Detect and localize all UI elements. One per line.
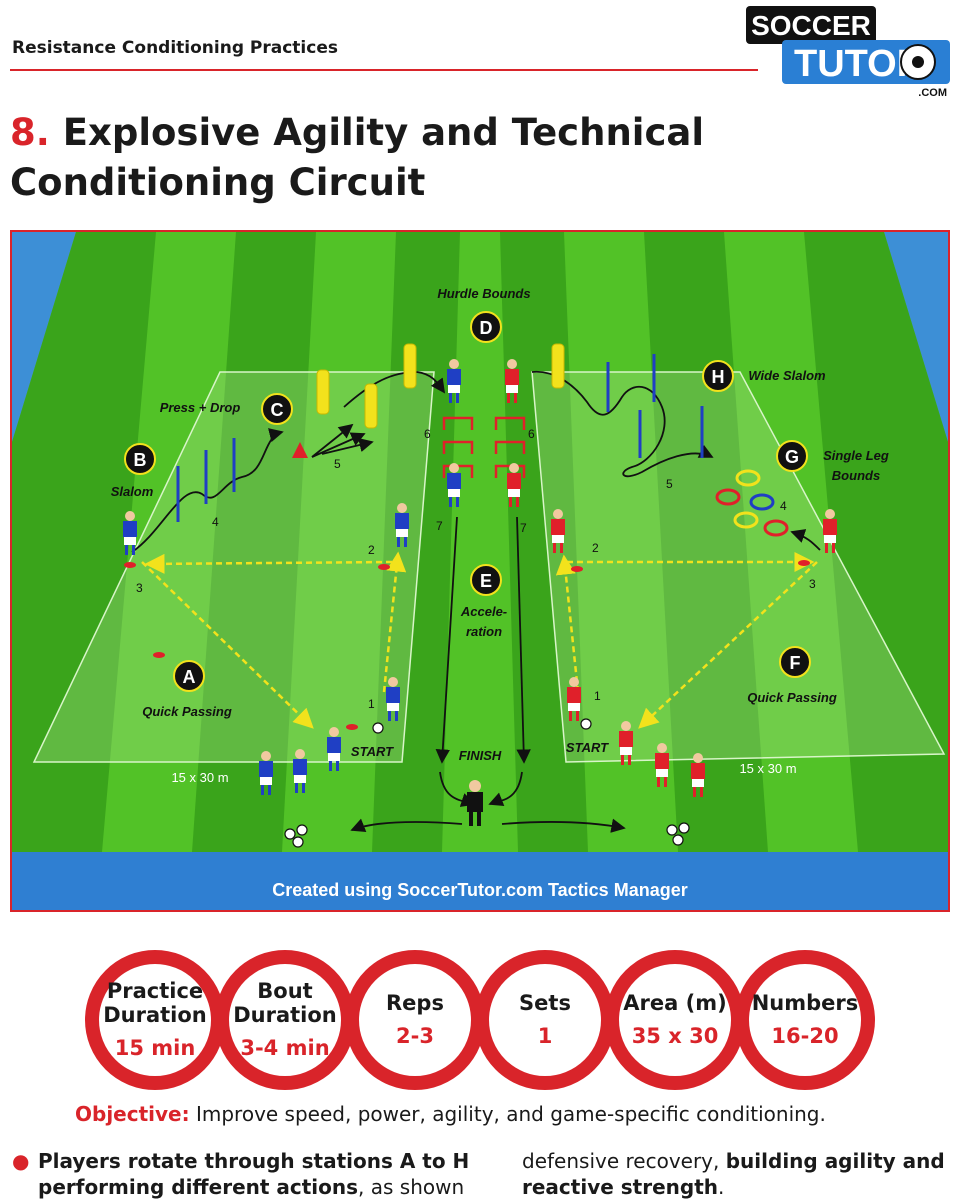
svg-text:A: A	[183, 667, 196, 687]
svg-text:2: 2	[368, 543, 375, 557]
station-g-marker: G	[776, 440, 808, 472]
station-c-marker: C	[261, 393, 293, 425]
col2-text: defensive recovery,	[522, 1149, 726, 1173]
svg-text:5: 5	[666, 477, 673, 491]
station-c-label: Press + Drop	[160, 400, 241, 415]
stat-label: Bout	[257, 979, 313, 1003]
stat-value: 16-20	[771, 1024, 839, 1048]
station-e-marker: E	[470, 564, 502, 596]
finish-label: FINISH	[459, 748, 502, 763]
stat-value: 3-4 min	[240, 1036, 330, 1060]
col2-end: .	[718, 1175, 725, 1199]
svg-text:SOCCER: SOCCER	[751, 10, 871, 41]
bullet-item: Players rotate through stations A to H p…	[38, 1148, 478, 1200]
svg-text:6: 6	[424, 427, 431, 441]
stat-sets: Sets 1	[475, 950, 615, 1090]
page-title: 8. Explosive Agility and Technical Condi…	[10, 108, 940, 208]
stat-reps: Reps 2-3	[345, 950, 485, 1090]
svg-text:C: C	[271, 400, 284, 420]
coach	[467, 780, 483, 826]
svg-text:4: 4	[780, 499, 787, 513]
stat-value: 15 min	[114, 1036, 196, 1060]
stat-label: Duration	[233, 1003, 337, 1027]
svg-text:7: 7	[520, 521, 527, 535]
title-text: Explosive Agility and Technical Conditio…	[10, 111, 705, 204]
svg-text:3: 3	[136, 581, 143, 595]
stat-label: Practice	[106, 979, 204, 1003]
stat-value: 2-3	[396, 1024, 434, 1048]
area-right: 15 x 30 m	[739, 761, 796, 776]
header-divider	[10, 69, 758, 71]
start-right: START	[566, 740, 609, 755]
station-g-label-2: Bounds	[832, 468, 880, 483]
bullet-dot: ●	[12, 1149, 30, 1173]
start-left: START	[351, 744, 394, 759]
svg-text:H: H	[712, 367, 725, 387]
red-players	[505, 359, 837, 797]
objective-label: Objective:	[75, 1102, 190, 1126]
svg-text:E: E	[480, 571, 492, 591]
practice-diagram: Created using SoccerTutor.com Tactics Ma…	[10, 230, 950, 912]
stat-numbers: Numbers 16-20	[735, 950, 875, 1090]
bullet-bold: Players rotate through stations A to H p…	[38, 1149, 470, 1199]
stat-label: Area (m)	[623, 991, 727, 1015]
stat-label: Numbers	[751, 991, 859, 1015]
section-title: Resistance Conditioning Practices	[12, 38, 338, 58]
svg-text:B: B	[134, 450, 147, 470]
bullet-continuation: defensive recovery, building agility and…	[522, 1148, 952, 1200]
diagram-banner: Created using SoccerTutor.com Tactics Ma…	[272, 880, 687, 900]
station-e-label-2: ration	[466, 624, 502, 639]
soccer-tutor-logo: SOCCER TUTOR .COM	[746, 6, 950, 99]
station-f-label: Quick Passing	[747, 690, 837, 705]
stat-area: Area (m) 35 x 30	[605, 950, 745, 1090]
stat-practice-duration: Practice Duration 15 min	[85, 950, 225, 1090]
svg-text:1: 1	[368, 697, 375, 711]
svg-text:7: 7	[436, 519, 443, 533]
station-b-label: Slalom	[111, 484, 154, 499]
station-a-label: Quick Passing	[142, 704, 232, 719]
svg-text:1: 1	[594, 689, 601, 703]
stat-bout-duration: Bout Duration 3-4 min	[215, 950, 355, 1090]
stat-value: 35 x 30	[631, 1024, 719, 1048]
stat-value: 1	[537, 1024, 553, 1048]
svg-text:5: 5	[334, 457, 341, 471]
svg-text:2: 2	[592, 541, 599, 555]
station-f-marker: F	[779, 646, 811, 678]
station-d-label: Hurdle Bounds	[437, 286, 530, 301]
station-h-marker: H	[702, 360, 734, 392]
station-e-label-1: Accele-	[460, 604, 507, 619]
svg-text:3: 3	[809, 577, 816, 591]
station-h-label: Wide Slalom	[748, 368, 826, 383]
svg-text:G: G	[785, 447, 799, 467]
title-number: 8.	[10, 111, 50, 154]
stats-row: Practice Duration 15 min Bout Duration 3…	[75, 950, 885, 1090]
area-left: 15 x 30 m	[171, 770, 228, 785]
col2-bold: building agility and reactive strength	[522, 1149, 945, 1199]
stat-label: Reps	[386, 991, 444, 1015]
stat-label: Duration	[103, 1003, 207, 1027]
station-d-marker: D	[470, 311, 502, 343]
stat-label: Sets	[519, 991, 571, 1015]
bullet-rest: , as shown	[358, 1175, 465, 1199]
svg-text:4: 4	[212, 515, 219, 529]
station-a-marker: A	[173, 660, 205, 692]
svg-text:D: D	[480, 318, 493, 338]
station-b-marker: B	[124, 443, 156, 475]
station-g-label-1: Single Leg	[823, 448, 889, 463]
objective: Objective: Improve speed, power, agility…	[75, 1102, 826, 1126]
svg-text:F: F	[790, 653, 801, 673]
svg-text:.COM: .COM	[918, 87, 947, 99]
svg-text:6: 6	[528, 427, 535, 441]
objective-text: Improve speed, power, agility, and game-…	[189, 1102, 826, 1126]
blue-players	[123, 359, 461, 795]
